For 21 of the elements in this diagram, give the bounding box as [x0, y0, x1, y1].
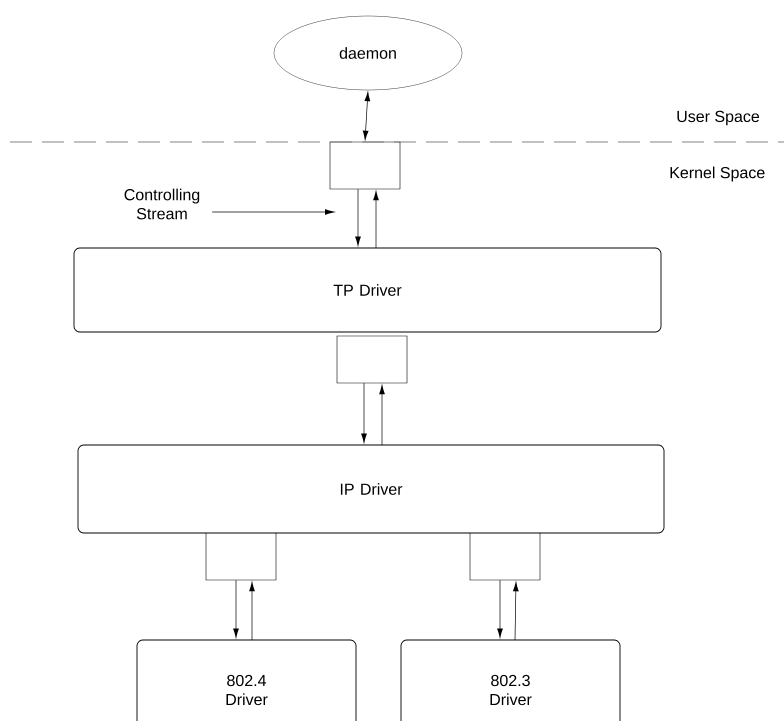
text-label: Controlling Stream	[124, 188, 200, 220]
space-label: Kernel Space	[670, 166, 765, 182]
arrow	[497, 580, 503, 638]
stream-box	[206, 532, 276, 580]
arrow	[233, 580, 239, 638]
driver-box: TP Driver	[74, 248, 662, 332]
arrow	[362, 92, 370, 140]
arrow	[212, 209, 334, 215]
arrow	[513, 582, 519, 640]
stream-box	[336, 336, 408, 384]
stream-box	[330, 142, 400, 190]
driver-box: 802.4 Driver	[136, 640, 356, 721]
driver-box: 802.3 Driver	[400, 640, 620, 721]
arrow	[249, 582, 255, 640]
driver-box: IP Driver	[78, 444, 664, 534]
arrow	[373, 190, 379, 248]
arrow	[379, 384, 385, 445]
arrow	[355, 188, 361, 246]
space-label: User Space	[677, 110, 760, 126]
arrow	[361, 382, 367, 443]
stream-box	[470, 532, 540, 580]
